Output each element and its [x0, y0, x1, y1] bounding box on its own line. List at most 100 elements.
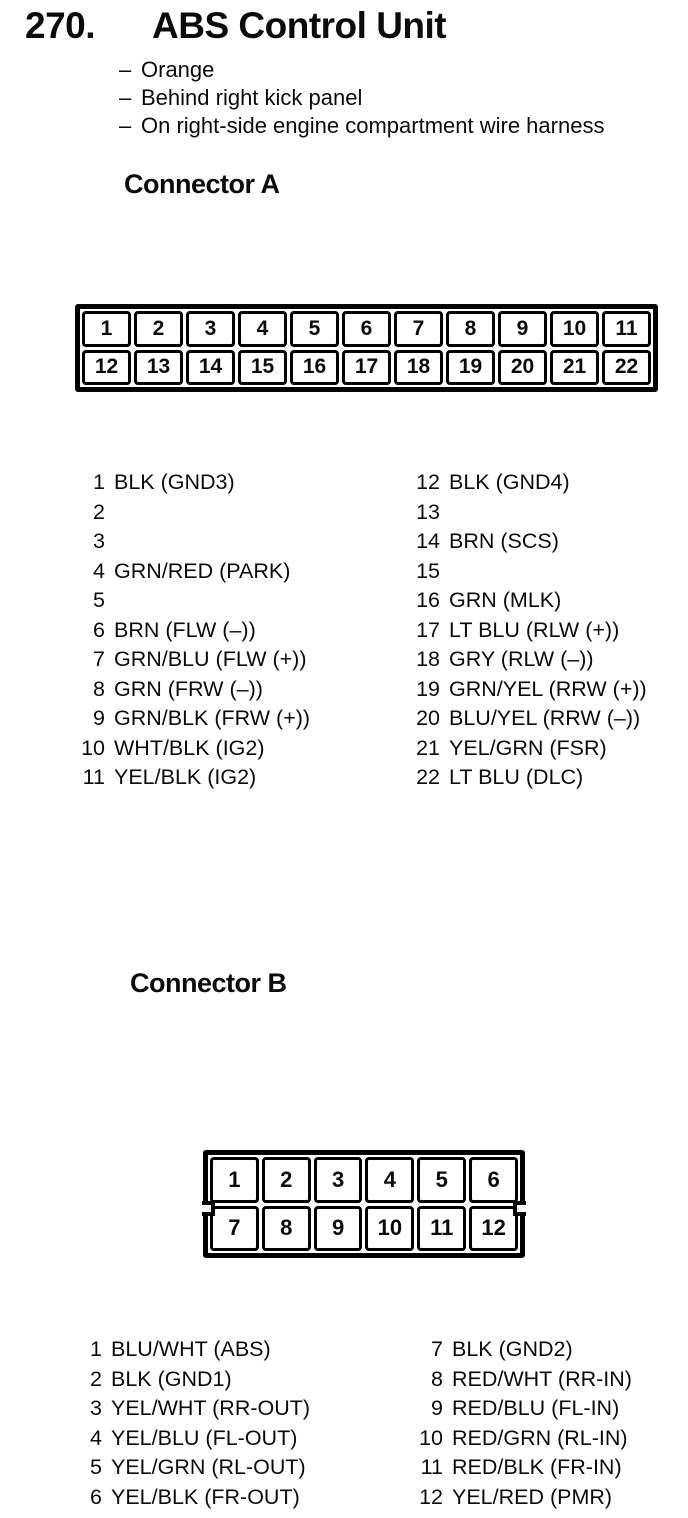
note-text: Orange: [141, 57, 215, 82]
pin-cell: 8: [446, 311, 495, 347]
pin-row: 2: [60, 498, 310, 528]
mounting-tab-icon: [488, 1138, 511, 1156]
pin-number: 4: [90, 1425, 102, 1450]
pin-label: BRN (FLW (–)): [114, 617, 256, 642]
pin-cell: 14: [186, 349, 235, 385]
pin-cell: 7: [394, 311, 443, 347]
pin-number: 8: [93, 676, 105, 701]
pin-row: 13: [395, 498, 647, 528]
mounting-tab-icon: [223, 1138, 246, 1156]
pin-number: 20: [416, 706, 440, 730]
pin-cell: 3: [313, 1157, 363, 1203]
pin-label: YEL/RED (PMR): [452, 1484, 613, 1509]
latch-icon: [339, 1109, 391, 1159]
pin-row: 9 GRN/BLK (FRW (+)): [60, 704, 310, 734]
pin-number: 1: [93, 470, 105, 494]
pin-label: BLU/YEL (RRW (–)): [449, 706, 641, 730]
pin-number: 11: [420, 1455, 443, 1479]
pin-cell: 9: [498, 311, 547, 347]
pin-cell: 3: [186, 311, 235, 347]
pin-label: BRN (SCS): [449, 529, 559, 553]
pin-cell: 12: [82, 349, 131, 385]
pin-cell: 5: [417, 1157, 467, 1203]
pin-cell: 18: [394, 349, 443, 385]
note-item: – On right-side engine compartment wire …: [119, 112, 604, 140]
pin-cell: 16: [290, 349, 339, 385]
pin-cell: 1: [82, 311, 131, 347]
pin-cell: 5: [290, 311, 339, 347]
pin-number: 6: [93, 617, 105, 642]
pin-label: RED/WHT (RR-IN): [452, 1366, 632, 1391]
pin-cell: 10: [365, 1205, 415, 1251]
pin-label: LT BLU (DLC): [449, 765, 584, 789]
pin-number: 4: [93, 558, 105, 583]
pin-cell: 6: [469, 1157, 518, 1203]
pin-label: GRN/YEL (RRW (+)): [449, 676, 647, 701]
pin-label: GRN/BLK (FRW (+)): [114, 706, 311, 730]
note-text: On right-side engine compartment wire ha…: [141, 113, 605, 138]
connector-b-pin-grid: 1 2 3 4 5 6 7 8 9 10 11 12: [208, 1155, 520, 1253]
pin-label: WHT/BLK (IG2): [114, 735, 265, 760]
pin-row: 22 LT BLU (DLC): [395, 763, 647, 793]
pin-label: GRY (RLW (–)): [449, 647, 594, 671]
section-title: ABS Control Unit: [152, 5, 447, 46]
notes-list: – Orange – Behind right kick panel – On …: [119, 56, 604, 140]
pin-number: 19: [416, 676, 440, 701]
pin-row: 14 BRN (SCS): [395, 527, 647, 557]
pin-cell: 8: [261, 1205, 311, 1251]
page-title: 270. ABS Control Unit: [25, 5, 447, 47]
pin-number: 14: [416, 529, 440, 553]
mounting-tab-icon: [248, 1252, 280, 1274]
pin-number: 9: [431, 1396, 443, 1420]
pin-number: 1: [90, 1337, 102, 1361]
pin-label: BLK (GND2): [452, 1337, 573, 1361]
pin-row: 19 GRN/YEL (RRW (+)): [395, 675, 647, 705]
pin-row: 1 BLU/WHT (ABS): [57, 1335, 310, 1365]
pin-cell: 22: [602, 349, 651, 385]
note-item: – Orange: [119, 56, 604, 84]
connector-a-pin-grid: 1 2 3 4 5 6 7 8 9 10 11 12 13 14 15 16 1…: [80, 309, 653, 387]
section-number: 270.: [25, 5, 96, 46]
note-text: Behind right kick panel: [141, 85, 363, 110]
pin-row: 15: [395, 557, 647, 587]
dash-bullet-icon: –: [119, 85, 132, 110]
pin-label: LT BLU (RLW (+)): [449, 617, 620, 642]
pin-number: 17: [416, 617, 440, 642]
side-notch-icon: [202, 1201, 215, 1216]
pin-cell: 2: [261, 1157, 311, 1203]
connector-a-diagram: 1 2 3 4 5 6 7 8 9 10 11 12 13 14 15 16 1…: [75, 283, 658, 402]
pin-cell: 11: [417, 1205, 467, 1251]
pin-cell: 1: [210, 1157, 259, 1203]
pin-number: 5: [93, 588, 105, 612]
pin-cell: 10: [550, 311, 599, 347]
pin-number: 6: [90, 1484, 102, 1509]
pin-number: 22: [416, 765, 440, 789]
pin-number: 13: [416, 499, 440, 524]
dash-bullet-icon: –: [119, 57, 132, 82]
pin-number: 9: [93, 706, 105, 730]
pin-number: 16: [416, 588, 440, 612]
pin-label: YEL/BLK (IG2): [114, 765, 257, 789]
pin-label: BLU/WHT (ABS): [111, 1337, 271, 1361]
connector-b-heading: Connector B: [130, 968, 287, 998]
pin-label: GRN/BLU (FLW (+)): [114, 647, 307, 671]
pin-cell: 11: [602, 311, 651, 347]
pin-cell: 4: [365, 1157, 415, 1203]
